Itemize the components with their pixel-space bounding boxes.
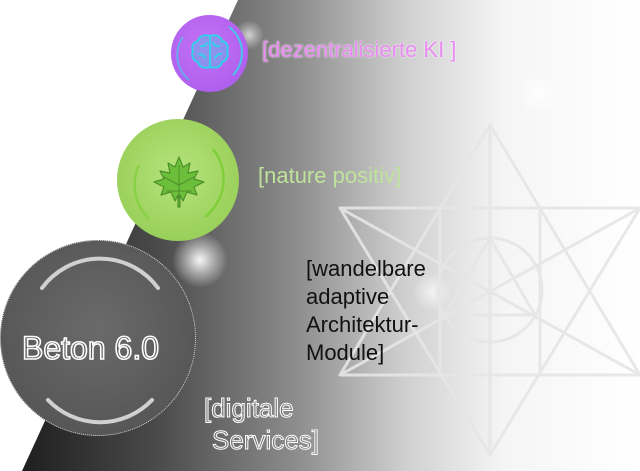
light-glow bbox=[516, 72, 560, 116]
beton-circle bbox=[0, 240, 196, 436]
digital-label-line: Services] bbox=[212, 425, 320, 456]
maple-leaf-icon bbox=[153, 156, 205, 208]
ki-label: [dezentralisierte KI ] bbox=[262, 37, 457, 62]
nature-ring-arc bbox=[133, 148, 225, 220]
digital-services-label: [digitale Services] bbox=[204, 392, 354, 456]
light-glow bbox=[412, 272, 452, 312]
architecture-label: [wandelbare adaptive Architektur- Module… bbox=[306, 255, 476, 367]
beton-title: Beton 6.0 bbox=[21, 329, 160, 367]
ki-ring-arc bbox=[176, 26, 243, 81]
architecture-label-line: adaptive bbox=[306, 284, 390, 309]
light-glow bbox=[172, 232, 228, 288]
architecture-label-line: Architektur- bbox=[306, 312, 419, 337]
digital-label-line: [digitale bbox=[204, 393, 295, 424]
nature-label: [nature positiv] bbox=[258, 163, 402, 188]
architecture-label-line: Module] bbox=[306, 340, 385, 365]
architecture-label-line: [wandelbare bbox=[306, 256, 426, 281]
brain-icon bbox=[191, 34, 229, 69]
beton-ring-arcs bbox=[40, 256, 160, 425]
